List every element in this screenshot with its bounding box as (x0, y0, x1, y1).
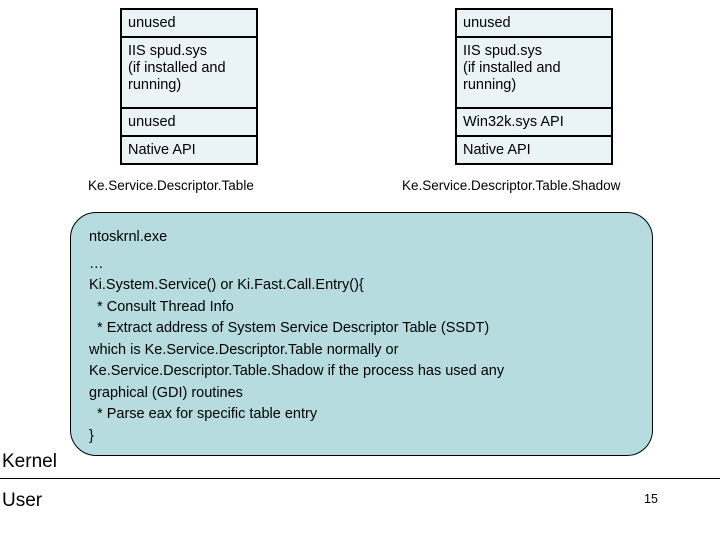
code-line: ntoskrnl.exe (89, 229, 168, 245)
table-row: unused (122, 109, 256, 137)
table-row: Native API (457, 137, 611, 163)
user-zone-label: User (2, 490, 43, 511)
slide-number: 15 (644, 492, 658, 506)
code-line: … (89, 255, 104, 272)
code-line: graphical (GDI) routines (89, 384, 243, 401)
code-line: * Extract address of System Service Desc… (89, 320, 490, 336)
code-line: Ke.Service.Descriptor.Table.Shadow if th… (89, 363, 505, 379)
kernel-zone-label: Kernel (2, 451, 57, 472)
table-row: unused (122, 10, 256, 38)
code-line: Ki.System.Service() or Ki.Fast.Call.Entr… (89, 277, 364, 293)
code-line: } (89, 427, 94, 444)
ke-service-descriptor-table-shadow: unused IIS spud.sys (if installed and ru… (455, 8, 613, 165)
ke-service-descriptor-table-shadow-caption: Ke.Service.Descriptor.Table.Shadow (402, 178, 621, 193)
table-row: Win32k.sys API (457, 109, 611, 137)
code-line: * Parse eax for specific table entry (89, 406, 318, 422)
table-row: unused (457, 10, 611, 38)
code-line: which is Ke.Service.Descriptor.Table nor… (89, 341, 399, 358)
table-row: IIS spud.sys (if installed and running) (122, 38, 256, 109)
kernel-code-box: ntoskrnl.exe … Ki.System.Service() or Ki… (70, 212, 653, 456)
kernel-user-boundary-line (0, 478, 720, 479)
ke-service-descriptor-table-caption: Ke.Service.Descriptor.Table (88, 178, 254, 193)
table-row: Native API (122, 137, 256, 163)
table-row: IIS spud.sys (if installed and running) (457, 38, 611, 109)
ke-service-descriptor-table: unused IIS spud.sys (if installed and ru… (120, 8, 258, 165)
code-line: * Consult Thread Info (89, 298, 234, 315)
